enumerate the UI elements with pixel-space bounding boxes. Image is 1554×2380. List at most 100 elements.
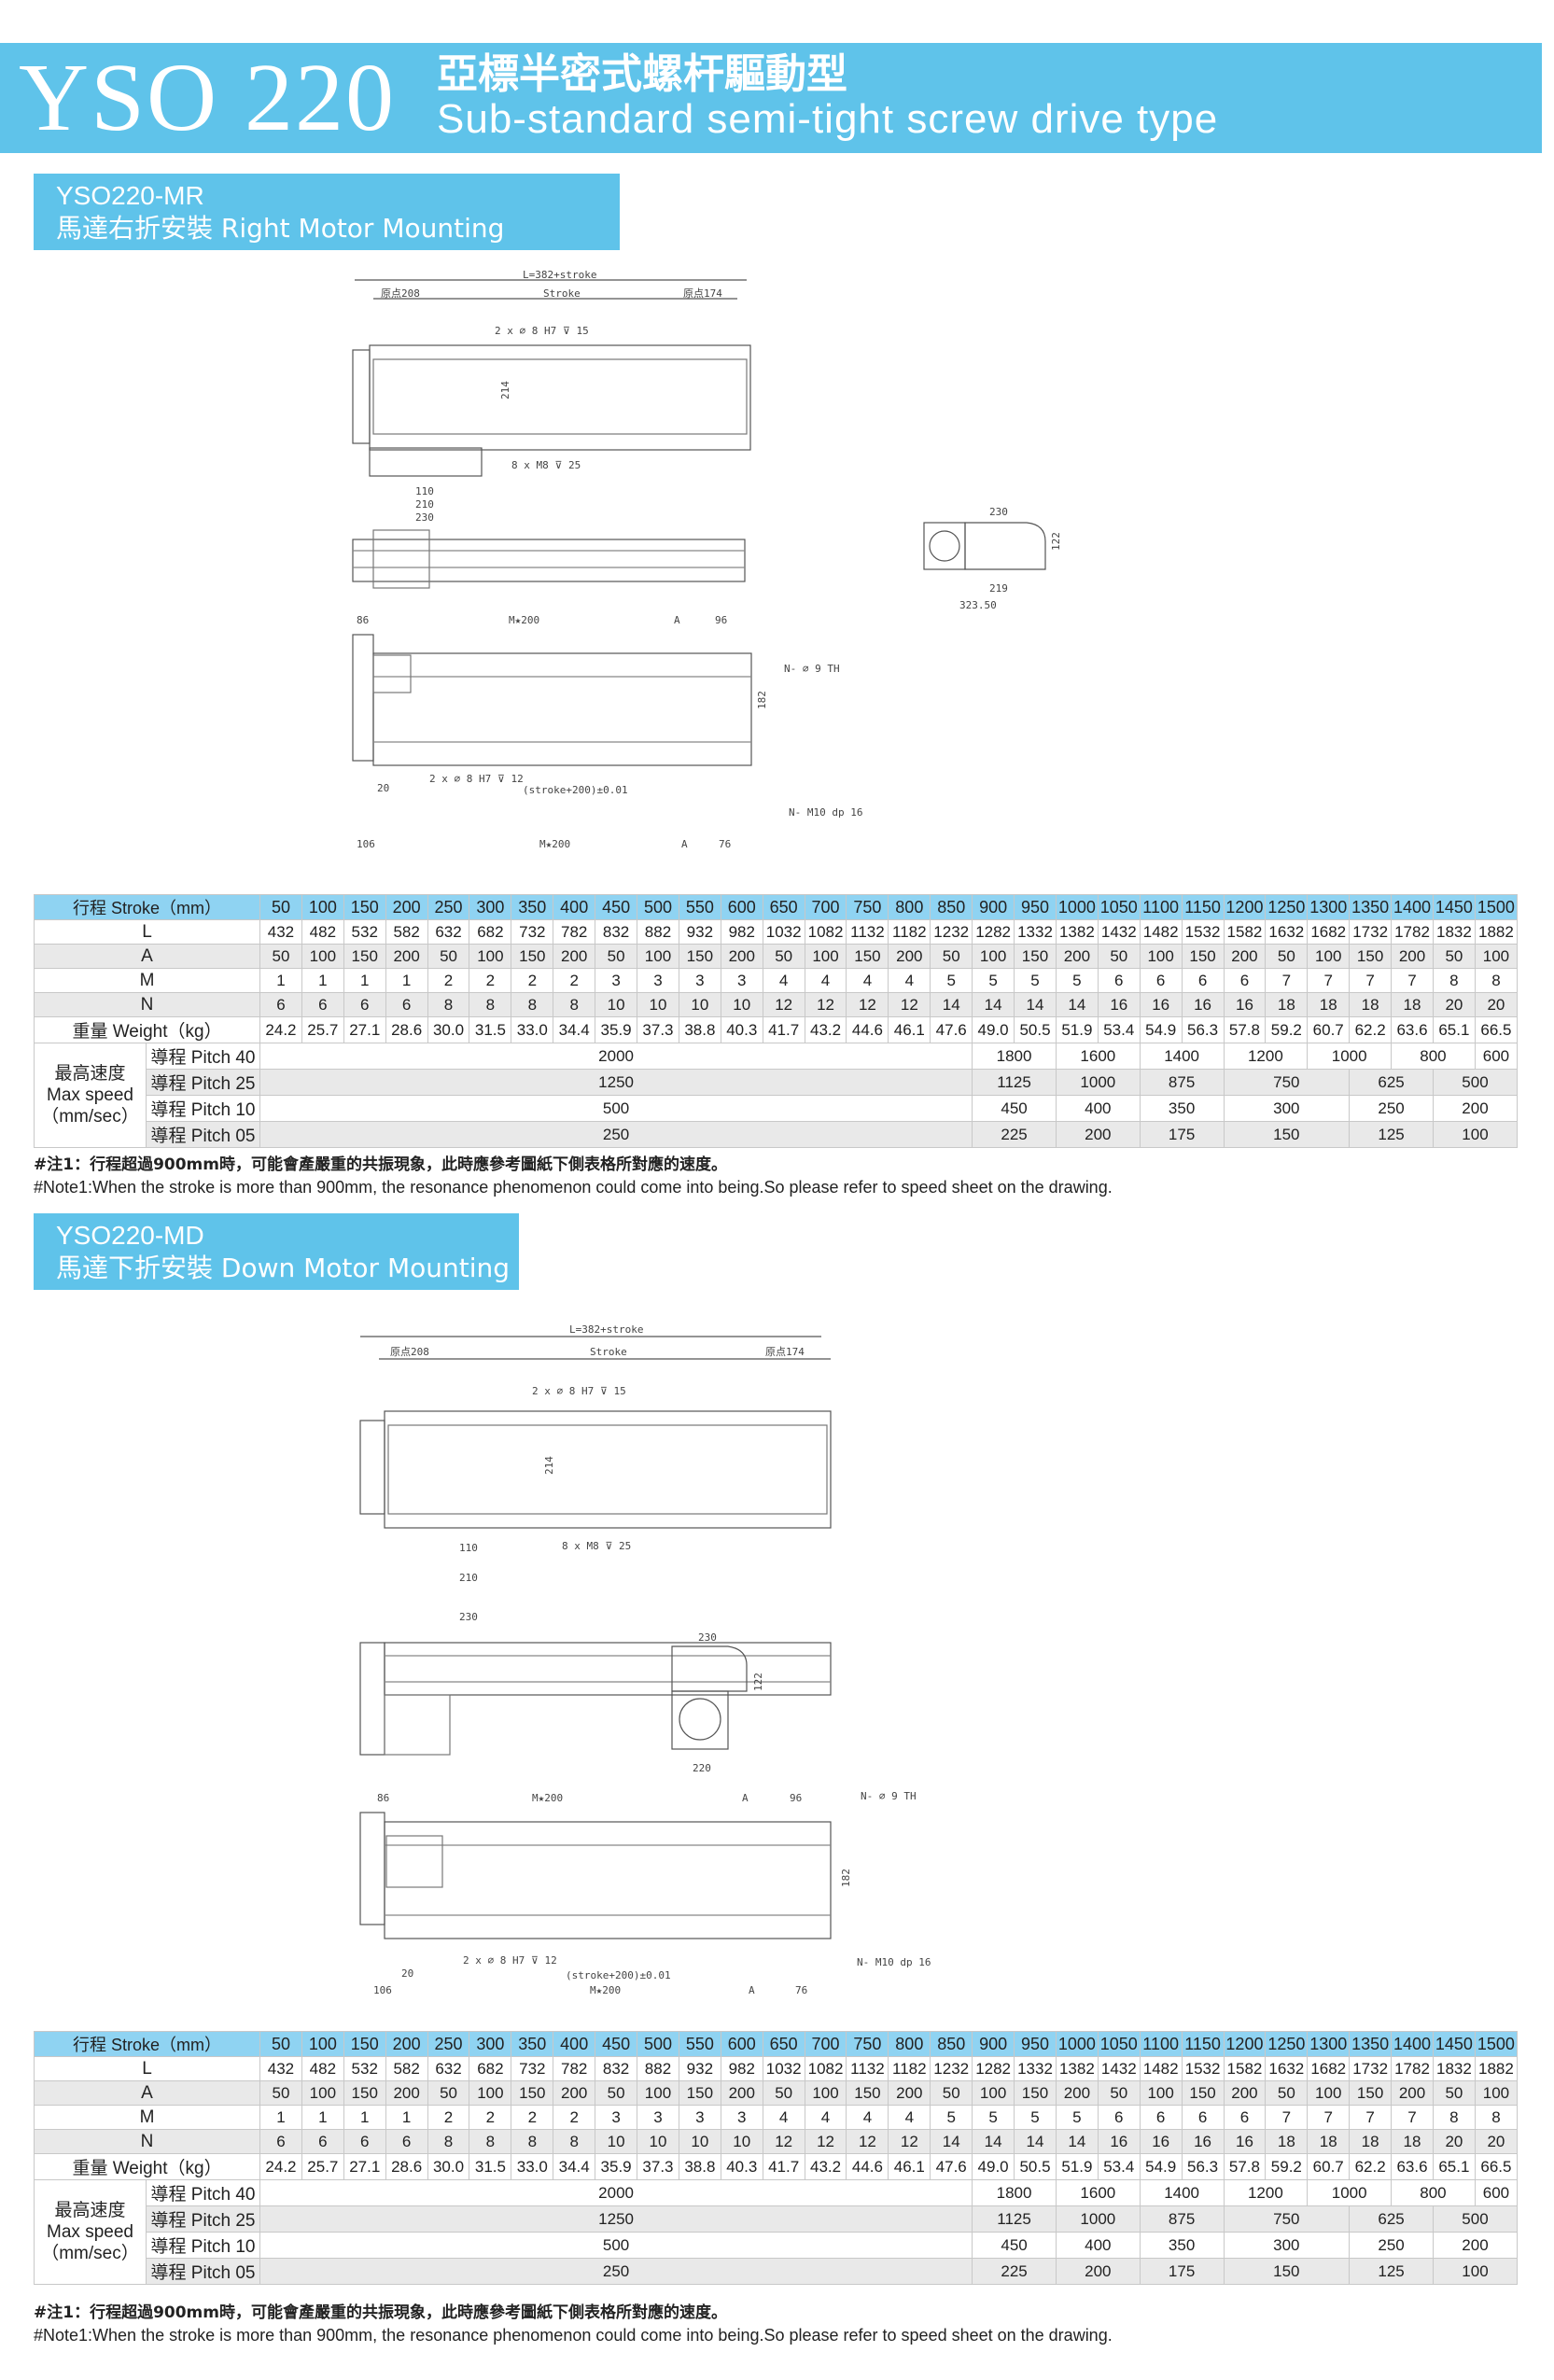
table-cell: 1 xyxy=(343,968,386,993)
table-cell: 34.4 xyxy=(553,2153,596,2180)
table-cell: 6 xyxy=(1181,968,1225,993)
dim-86: 86 xyxy=(377,1792,389,1804)
stroke-value: 700 xyxy=(804,2031,847,2057)
table-cell: 2 xyxy=(553,968,596,993)
table-cell: 732 xyxy=(511,2056,554,2081)
table-cell: 14 xyxy=(1055,2129,1099,2154)
table-cell: 50 xyxy=(930,2080,973,2106)
stroke-value: 800 xyxy=(888,2031,931,2057)
table-cell: 7 xyxy=(1349,2105,1393,2130)
table-cell: 10 xyxy=(637,992,679,1017)
dim-hole-top: 2 x ∅ 8 H7 ⊽ 15 xyxy=(532,1385,626,1397)
table-cell: 6 xyxy=(1139,968,1183,993)
stroke-value: 1050 xyxy=(1097,894,1141,920)
stroke-value: 1200 xyxy=(1223,2031,1267,2057)
dim-m200: M★200 xyxy=(532,1792,563,1804)
speed-cell: 1800 xyxy=(972,1043,1057,1070)
table-cell: 46.1 xyxy=(888,2153,931,2180)
table-cell: 932 xyxy=(678,919,721,945)
dim-height: 214 xyxy=(543,1456,555,1475)
speed-cell: 350 xyxy=(1139,2232,1225,2259)
table-cell: 6 xyxy=(1097,2105,1141,2130)
table-cell: 43.2 xyxy=(804,2153,847,2180)
table-cell: 10 xyxy=(678,992,721,1017)
pitch-label: 導程 Pitch 10 xyxy=(145,2232,261,2259)
table-cell: 6 xyxy=(1181,2105,1225,2130)
table-cell: 1432 xyxy=(1097,2056,1141,2081)
table-cell: 16 xyxy=(1181,2129,1225,2154)
table-cell: 50 xyxy=(1097,944,1141,969)
table-cell: 100 xyxy=(1307,2080,1351,2106)
table-cell: 8 xyxy=(1432,968,1476,993)
table-cell: 27.1 xyxy=(343,1016,386,1043)
table-cell: 59.2 xyxy=(1265,2153,1309,2180)
table-cell: 782 xyxy=(553,2056,596,2081)
speed-cell: 500 xyxy=(1432,2205,1519,2233)
speed-cell: 1125 xyxy=(972,2205,1057,2233)
table-cell: 8 xyxy=(511,2129,554,2154)
table-cell: 34.4 xyxy=(553,1016,596,1043)
table-cell: 8 xyxy=(1474,968,1519,993)
table-cell: 14 xyxy=(930,992,973,1017)
speed-cell: 250 xyxy=(259,2258,973,2285)
table-cell: 12 xyxy=(762,992,805,1017)
speed-cell: 1000 xyxy=(1307,1043,1393,1070)
table-cell: 16 xyxy=(1181,992,1225,1017)
table-cell: 20 xyxy=(1432,992,1476,1017)
table-cell: 6 xyxy=(1139,2105,1183,2130)
table-cell: 100 xyxy=(301,944,344,969)
table-cell: 37.3 xyxy=(637,2153,679,2180)
table-cell: 6 xyxy=(259,2129,302,2154)
table-cell: 8 xyxy=(1432,2105,1476,2130)
table-cell: 2 xyxy=(427,968,470,993)
table-cell: 10 xyxy=(595,2129,638,2154)
stroke-value: 1400 xyxy=(1391,894,1434,920)
speed-cell: 200 xyxy=(1055,2258,1141,2285)
stroke-value: 1100 xyxy=(1139,2031,1183,2057)
table-cell: 18 xyxy=(1265,992,1309,1017)
table-cell: 2 xyxy=(469,968,512,993)
speed-label-line: （mm/sec） xyxy=(41,2244,139,2263)
dim-a-b: A xyxy=(749,1984,755,1996)
table-cell: 150 xyxy=(1014,944,1057,969)
table-cell: 1782 xyxy=(1391,2056,1434,2081)
table-cell: 30.0 xyxy=(427,2153,470,2180)
table-cell: 31.5 xyxy=(469,1016,512,1043)
speed-cell: 1250 xyxy=(259,2205,973,2233)
stroke-value: 1000 xyxy=(1055,2031,1099,2057)
dim-110: 110 xyxy=(459,1542,478,1554)
table-cell: 1432 xyxy=(1097,919,1141,945)
stroke-value: 700 xyxy=(804,894,847,920)
table-cell: 20 xyxy=(1432,2129,1476,2154)
note-mr: #注1：行程超過900mm時，可能會產嚴重的共振現象，此時應參考圖紙下側表格所對… xyxy=(34,1154,1113,1198)
dim-210: 210 xyxy=(459,1572,478,1584)
table-cell: 100 xyxy=(804,2080,847,2106)
table-cell: 832 xyxy=(595,2056,638,2081)
pitch-label: 導程 Pitch 40 xyxy=(145,2179,261,2206)
section-label-md: YSO220-MD 馬達下折安裝 Down Motor Mounting xyxy=(34,1213,519,1290)
table-cell: 4 xyxy=(762,968,805,993)
stroke-value: 600 xyxy=(720,894,763,920)
table-cell: 14 xyxy=(1014,992,1057,1017)
table-cell: 50 xyxy=(1432,2080,1476,2106)
table-cell: 1732 xyxy=(1349,2056,1393,2081)
table-cell: 1 xyxy=(259,968,302,993)
stroke-value: 950 xyxy=(1014,894,1057,920)
table-cell: 100 xyxy=(804,944,847,969)
stroke-value: 100 xyxy=(301,2031,344,2057)
table-cell: 56.3 xyxy=(1181,1016,1225,1043)
table-cell: 10 xyxy=(637,2129,679,2154)
row-label: N xyxy=(33,2129,261,2154)
speed-cell: 625 xyxy=(1349,2205,1434,2233)
dim-stroke: Stroke xyxy=(590,1346,627,1358)
speed-cell: 1250 xyxy=(259,1069,973,1096)
technical-drawing-mr: L=382+stroke 原点208 Stroke 原点174 2 x ∅ 8 … xyxy=(336,271,1139,868)
stroke-value: 850 xyxy=(930,894,973,920)
table-cell: 1232 xyxy=(930,919,973,945)
stroke-value: 300 xyxy=(469,2031,512,2057)
